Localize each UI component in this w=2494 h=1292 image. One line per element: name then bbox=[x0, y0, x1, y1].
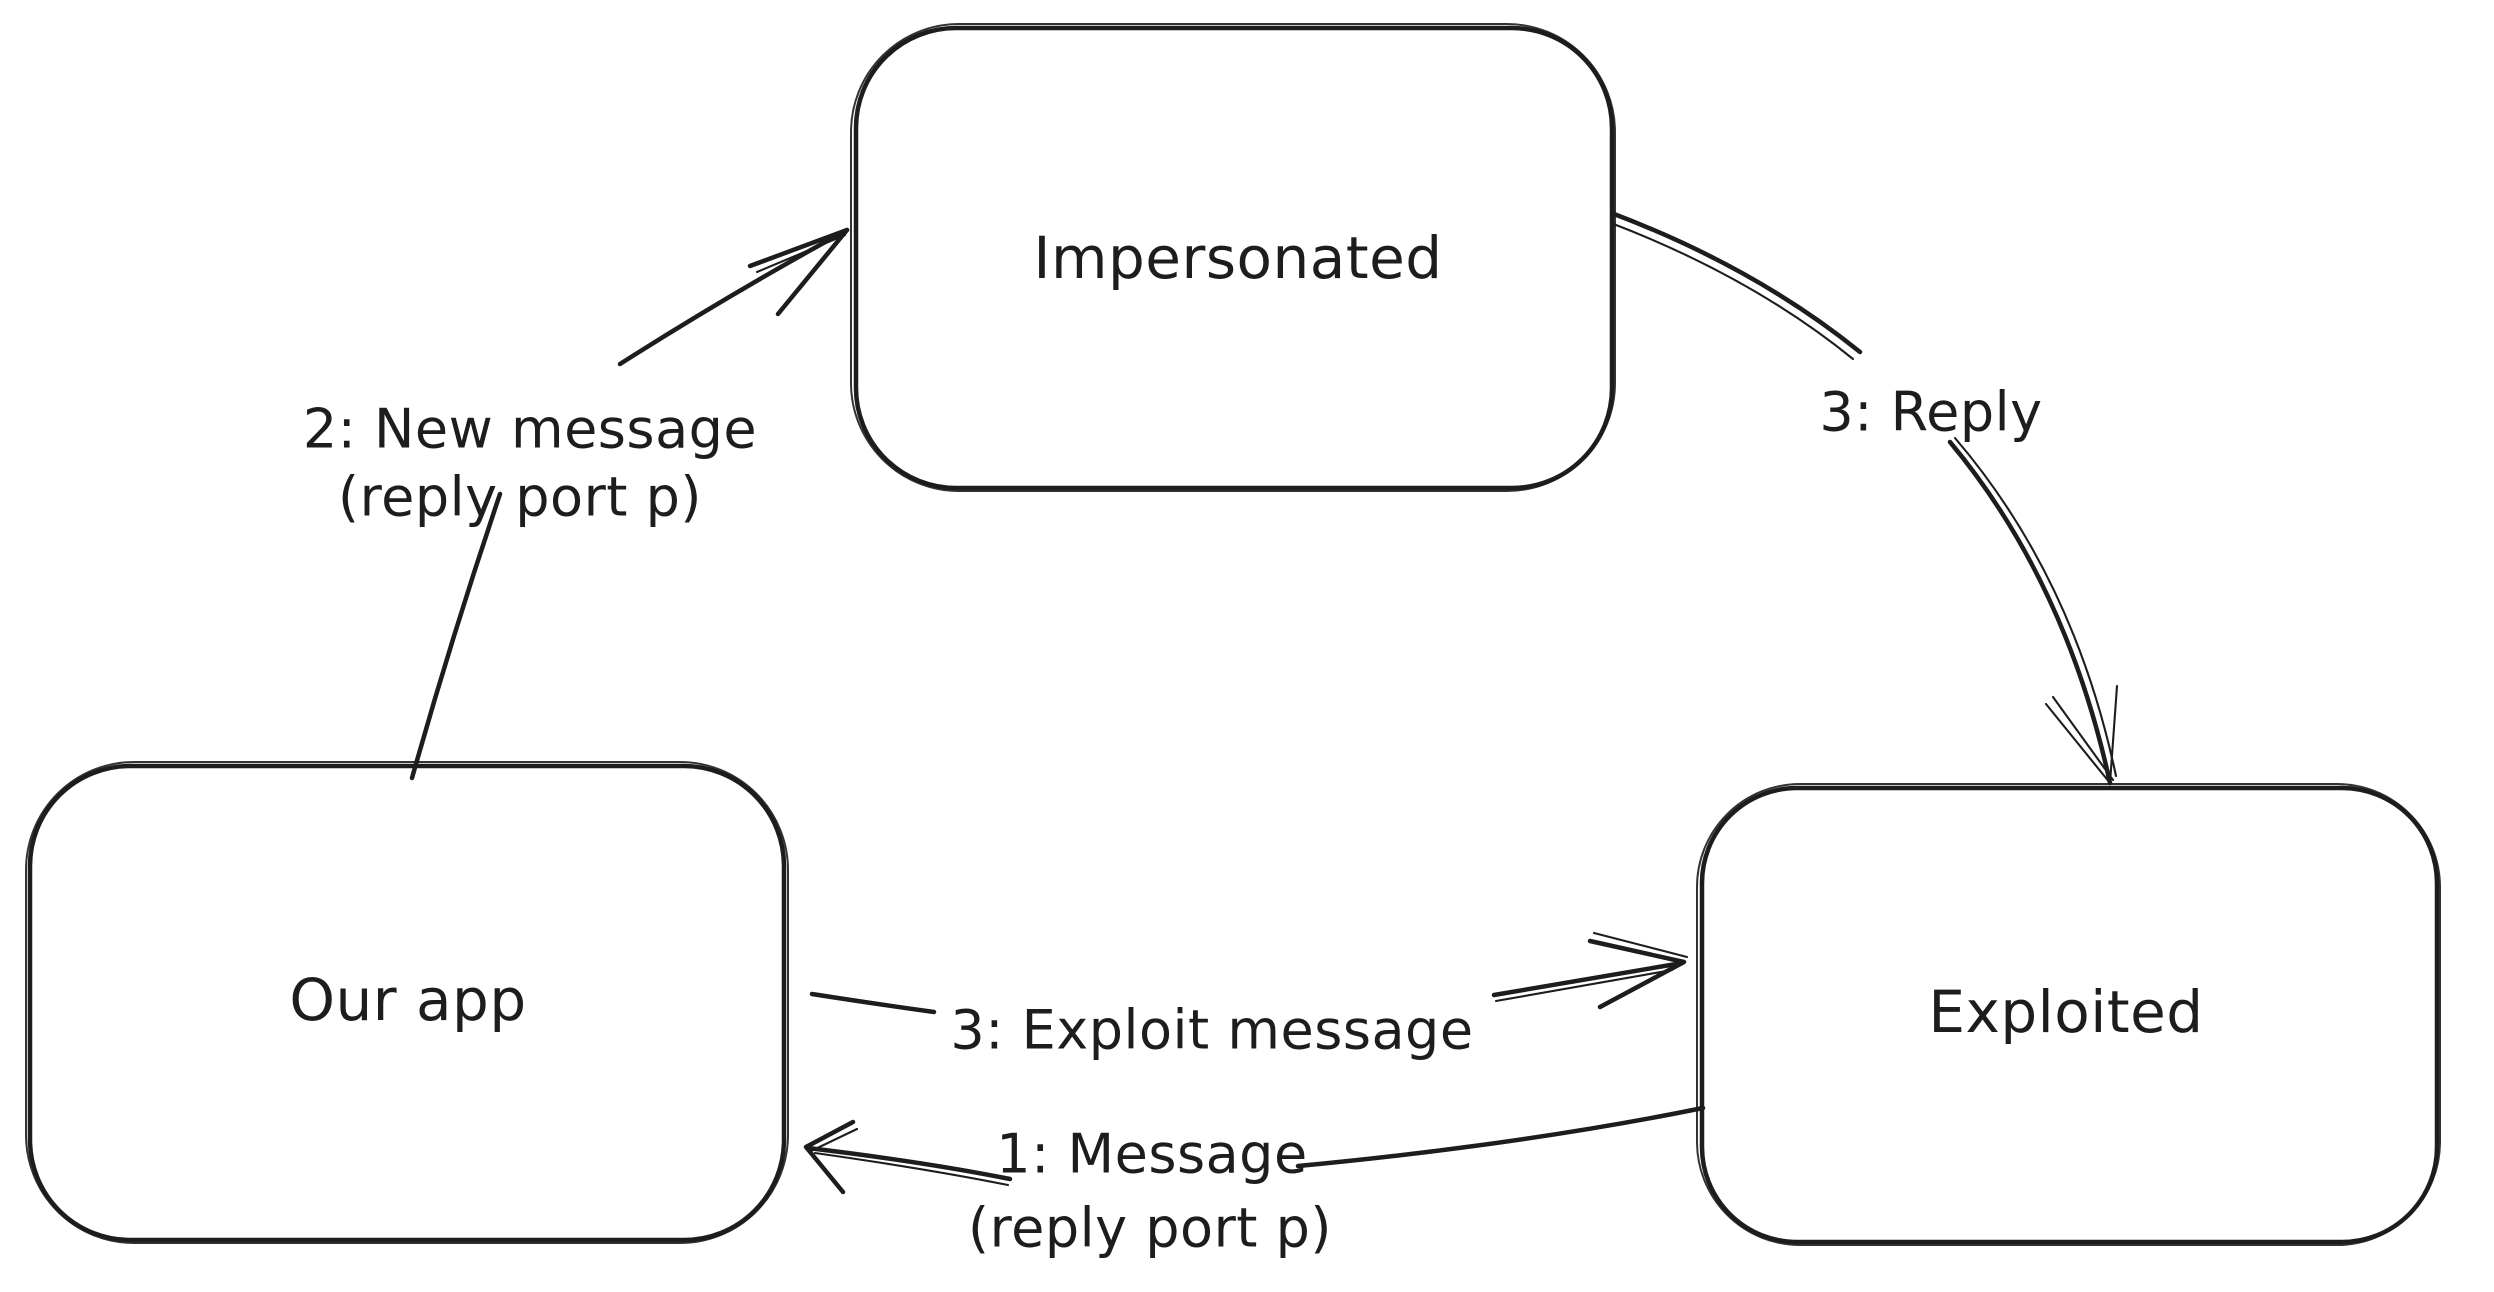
new-message-label-line2: (reply port p) bbox=[338, 466, 702, 529]
arrow-reply bbox=[1609, 211, 2119, 786]
arrow-new-message bbox=[409, 227, 850, 781]
impersonated-label: Impersonated bbox=[1033, 224, 1442, 292]
message-label-line2: (reply port p) bbox=[968, 1197, 1332, 1260]
arrow-message bbox=[803, 1105, 1706, 1195]
arrow-exploit-message bbox=[809, 931, 1689, 1015]
reply-label-line1: 3: Reply bbox=[1819, 381, 2042, 444]
arrow-exploit-message-shaft-right-sketch bbox=[1494, 968, 1674, 1003]
arrow-exploit-message-shaft-left bbox=[809, 991, 937, 1015]
arrow-new-message-shaft-lower bbox=[409, 491, 503, 781]
new-message-label-line1: 2: New message bbox=[303, 398, 757, 461]
arrow-exploit-message-arrowhead bbox=[1587, 938, 1687, 1010]
exploited-box bbox=[1699, 785, 2440, 1245]
our-app-box-sketch-stroke bbox=[25, 761, 789, 1244]
impersonated-box-sketch-stroke bbox=[850, 23, 1616, 492]
our-app-label: Our app bbox=[289, 966, 526, 1034]
arrow-message-shaft-left-sketch bbox=[813, 1151, 1010, 1187]
arrow-message-arrowhead bbox=[803, 1119, 856, 1195]
arrow-exploit-message-shaft-right bbox=[1491, 960, 1685, 998]
message-label-line1: 1: Message bbox=[996, 1123, 1307, 1186]
node-our-app: Our app bbox=[25, 761, 789, 1244]
arrow-reply-shaft-upper bbox=[1611, 211, 1863, 355]
exploit-message-label-line1: 3: Exploit message bbox=[950, 999, 1473, 1062]
arrow-new-message-arrowhead bbox=[747, 227, 850, 317]
arrow-message-shaft-right bbox=[1295, 1105, 1706, 1169]
arrow-message-arrowhead-sketch bbox=[807, 1127, 859, 1154]
arrow-reply-shaft-lower-sketch bbox=[1953, 436, 2118, 778]
arrow-exploit-message-arrowhead-sketch bbox=[1592, 931, 1689, 959]
arrow-new-message-shaft-upper bbox=[617, 227, 850, 367]
node-exploited: Exploited bbox=[1696, 783, 2441, 1246]
exploited-label: Exploited bbox=[1928, 978, 2203, 1046]
arrow-reply-arrowhead bbox=[2044, 684, 2119, 785]
impersonated-box bbox=[853, 25, 1615, 491]
our-app-box bbox=[27, 763, 787, 1243]
node-impersonated: Impersonated bbox=[850, 23, 1616, 492]
arrow-message-shaft-left bbox=[805, 1145, 1013, 1182]
exploited-box-sketch-stroke bbox=[1696, 783, 2441, 1246]
arrow-reply-shaft-upper-sketch bbox=[1609, 221, 1855, 361]
arrow-reply-shaft-lower bbox=[1947, 439, 2113, 786]
arrow-new-message-arrowhead-sketch bbox=[755, 233, 847, 274]
